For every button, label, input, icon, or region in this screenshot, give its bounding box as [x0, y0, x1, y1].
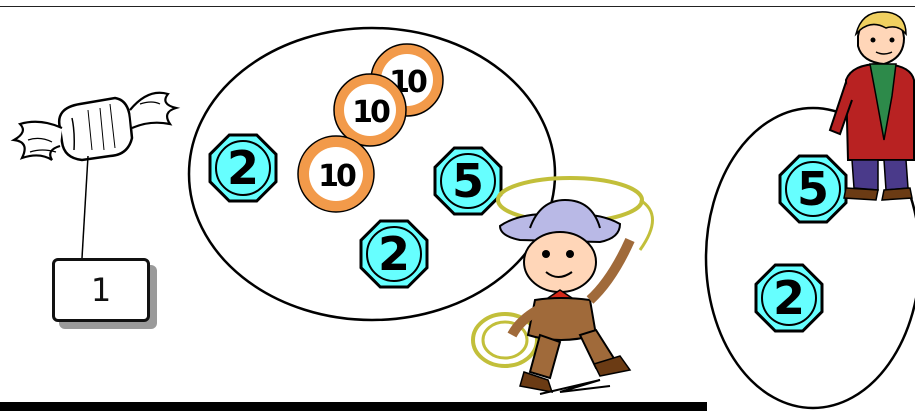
two-coin-center[interactable]: 2 [361, 221, 427, 287]
cowboy-lasso-icon[interactable] [473, 178, 653, 394]
price-string [82, 156, 88, 258]
two-coin-right[interactable]: 2 [756, 265, 822, 331]
svg-text:2: 2 [227, 141, 259, 195]
svg-text:10: 10 [318, 159, 356, 194]
five-coin-left[interactable]: 5 [435, 148, 501, 214]
price-tag[interactable]: 1 [52, 258, 150, 322]
candy-icon[interactable] [14, 93, 176, 160]
svg-text:2: 2 [773, 271, 805, 325]
ten-coin-bottom[interactable]: 10 [298, 136, 374, 212]
bottom-bar [0, 402, 707, 411]
svg-text:5: 5 [797, 162, 829, 216]
svg-text:2: 2 [378, 227, 410, 281]
price-label: 1 [91, 271, 111, 309]
svg-text:5: 5 [452, 154, 484, 208]
five-coin-right[interactable]: 5 [780, 156, 846, 222]
ten-coin-middle[interactable]: 10 [334, 74, 406, 146]
svg-text:10: 10 [352, 95, 390, 130]
two-coin-left[interactable]: 2 [210, 135, 276, 201]
